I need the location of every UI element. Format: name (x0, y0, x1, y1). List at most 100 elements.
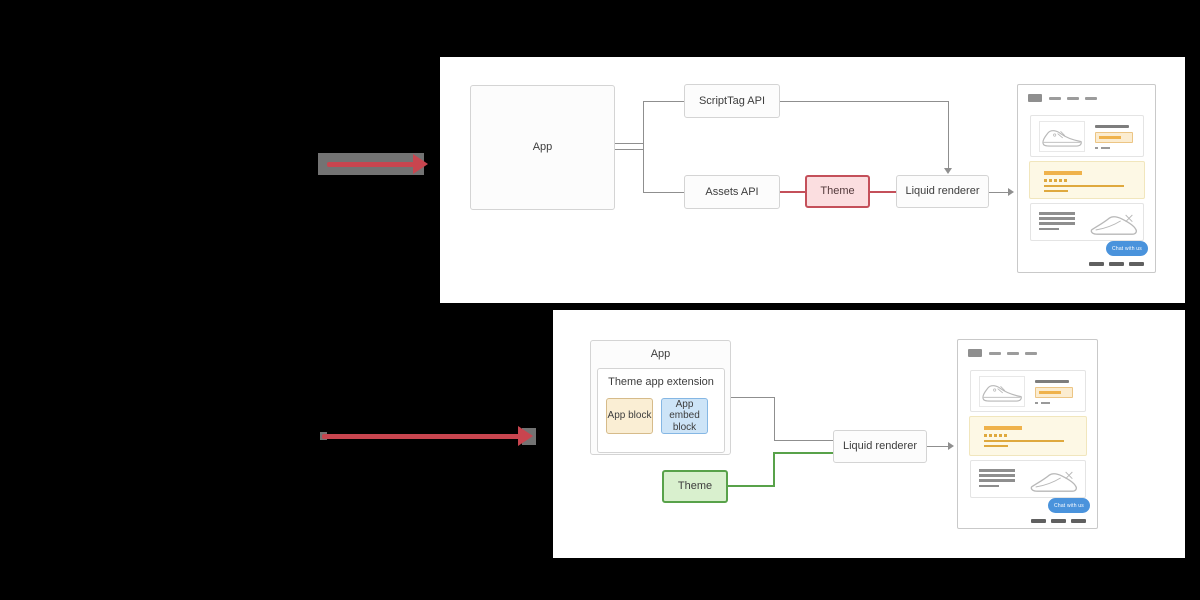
store-logo (968, 349, 982, 357)
product-card (1030, 115, 1144, 157)
red-arrow-shaft (327, 162, 415, 167)
dot (1044, 179, 1047, 182)
qty-mark (1041, 402, 1050, 404)
field-text-line (1039, 391, 1061, 394)
dot (1059, 179, 1062, 182)
sneaker-sketch-icon (1042, 130, 1082, 147)
text-line (1039, 217, 1075, 220)
footer-dash (1031, 519, 1046, 523)
text-lines (1039, 212, 1075, 233)
dot (1064, 179, 1067, 182)
product-card (970, 370, 1086, 412)
nav-dash (1049, 97, 1061, 100)
text-line (1039, 227, 1059, 230)
red-connector-theme-renderer (870, 191, 896, 193)
store-nav (989, 352, 1037, 355)
red-arrow-shaft (322, 434, 520, 439)
rating-dots (984, 434, 1007, 437)
footer-dash (1109, 262, 1124, 266)
chat-widget-button: Chat with us (1048, 498, 1090, 513)
green-connector-theme-renderer (728, 485, 774, 487)
theme-app-extension-label: Theme app extension (608, 376, 714, 388)
green-connector-theme-renderer (773, 452, 833, 454)
connector (643, 101, 644, 192)
dot (1049, 179, 1052, 182)
liquid-renderer-node: Liquid renderer (833, 430, 927, 463)
rating-dots (1044, 179, 1067, 182)
dot (989, 434, 992, 437)
content-card (970, 460, 1086, 498)
theme-label: Theme (820, 185, 855, 198)
app-node-label: App (532, 141, 553, 154)
shoe-sketch-icon (1030, 471, 1077, 492)
sneaker-sketch-icon (982, 385, 1022, 402)
footer-dash (1129, 262, 1144, 266)
nav-dash (1067, 97, 1079, 100)
text-line (979, 479, 1015, 482)
scripttag-api-node: ScriptTag API (684, 84, 780, 118)
store-footer (1089, 262, 1144, 266)
product-price-field (1035, 387, 1073, 398)
app-block-label: App block (607, 410, 652, 422)
scripttag-api-label: ScriptTag API (698, 94, 766, 107)
red-arrow-head-icon (518, 426, 533, 446)
text-line (979, 484, 999, 487)
theme-node-red: Theme (805, 175, 870, 208)
arrowhead-icon (948, 442, 954, 450)
dot (999, 434, 1002, 437)
theme-label: Theme (677, 480, 713, 493)
text-line (979, 469, 1015, 472)
app-embed-block-label: App embed block (669, 398, 700, 433)
connector (615, 149, 644, 150)
connector-scripttag-to-renderer (948, 101, 949, 168)
arrowhead-icon (944, 168, 952, 174)
product-image-2 (1029, 464, 1079, 495)
section-title-line (1044, 171, 1082, 175)
section-text-line (984, 445, 1008, 447)
chat-widget-button: Chat with us (1106, 241, 1148, 256)
arrowhead-icon (1008, 188, 1014, 196)
shoe-sketch-icon (1090, 214, 1137, 235)
quantity-control (1095, 147, 1110, 149)
content-card (1030, 203, 1144, 241)
qty-mark (1101, 147, 1110, 149)
red-arrow-head-icon (413, 154, 428, 174)
nav-dash (1085, 97, 1097, 100)
injected-app-section (1029, 161, 1145, 199)
connector-extension-to-renderer (774, 440, 833, 441)
liquid-renderer-label: Liquid renderer (905, 185, 980, 198)
product-price-field (1095, 132, 1133, 143)
storefront-mockup: Chat with us (1017, 84, 1156, 273)
theme-node-green: Theme (662, 470, 728, 503)
app-node: App (470, 85, 615, 210)
footer-dash (1051, 519, 1066, 523)
field-text-line (1099, 136, 1121, 139)
product-title-line (1035, 380, 1069, 383)
connector (643, 192, 684, 193)
product-title-line (1095, 125, 1129, 128)
text-line (1039, 212, 1075, 215)
text-lines (979, 469, 1015, 490)
section-text-line (1044, 190, 1068, 192)
green-connector-theme-renderer (773, 452, 775, 487)
store-nav (1049, 97, 1097, 100)
storefront-mockup: Chat with us (957, 339, 1098, 529)
footer-dash (1071, 519, 1086, 523)
connector-extension-to-renderer (728, 397, 774, 398)
footer-dash (1089, 262, 1104, 266)
dot (1054, 179, 1057, 182)
store-logo (1028, 94, 1042, 102)
extension-architecture-panel: App Theme app extension App block App em… (553, 310, 1185, 558)
section-title-line (984, 426, 1022, 430)
legacy-architecture-panel: App ScriptTag API Assets API Theme Liqui… (440, 57, 1185, 303)
store-footer (1031, 519, 1086, 523)
qty-mark (1035, 402, 1038, 404)
product-image-2 (1089, 207, 1139, 238)
injected-app-section (969, 416, 1087, 456)
dot (1004, 434, 1007, 437)
connector-scripttag-to-renderer (780, 101, 948, 102)
dot (984, 434, 987, 437)
app-block-node: App block (606, 398, 653, 434)
assets-api-label: Assets API (705, 185, 759, 198)
